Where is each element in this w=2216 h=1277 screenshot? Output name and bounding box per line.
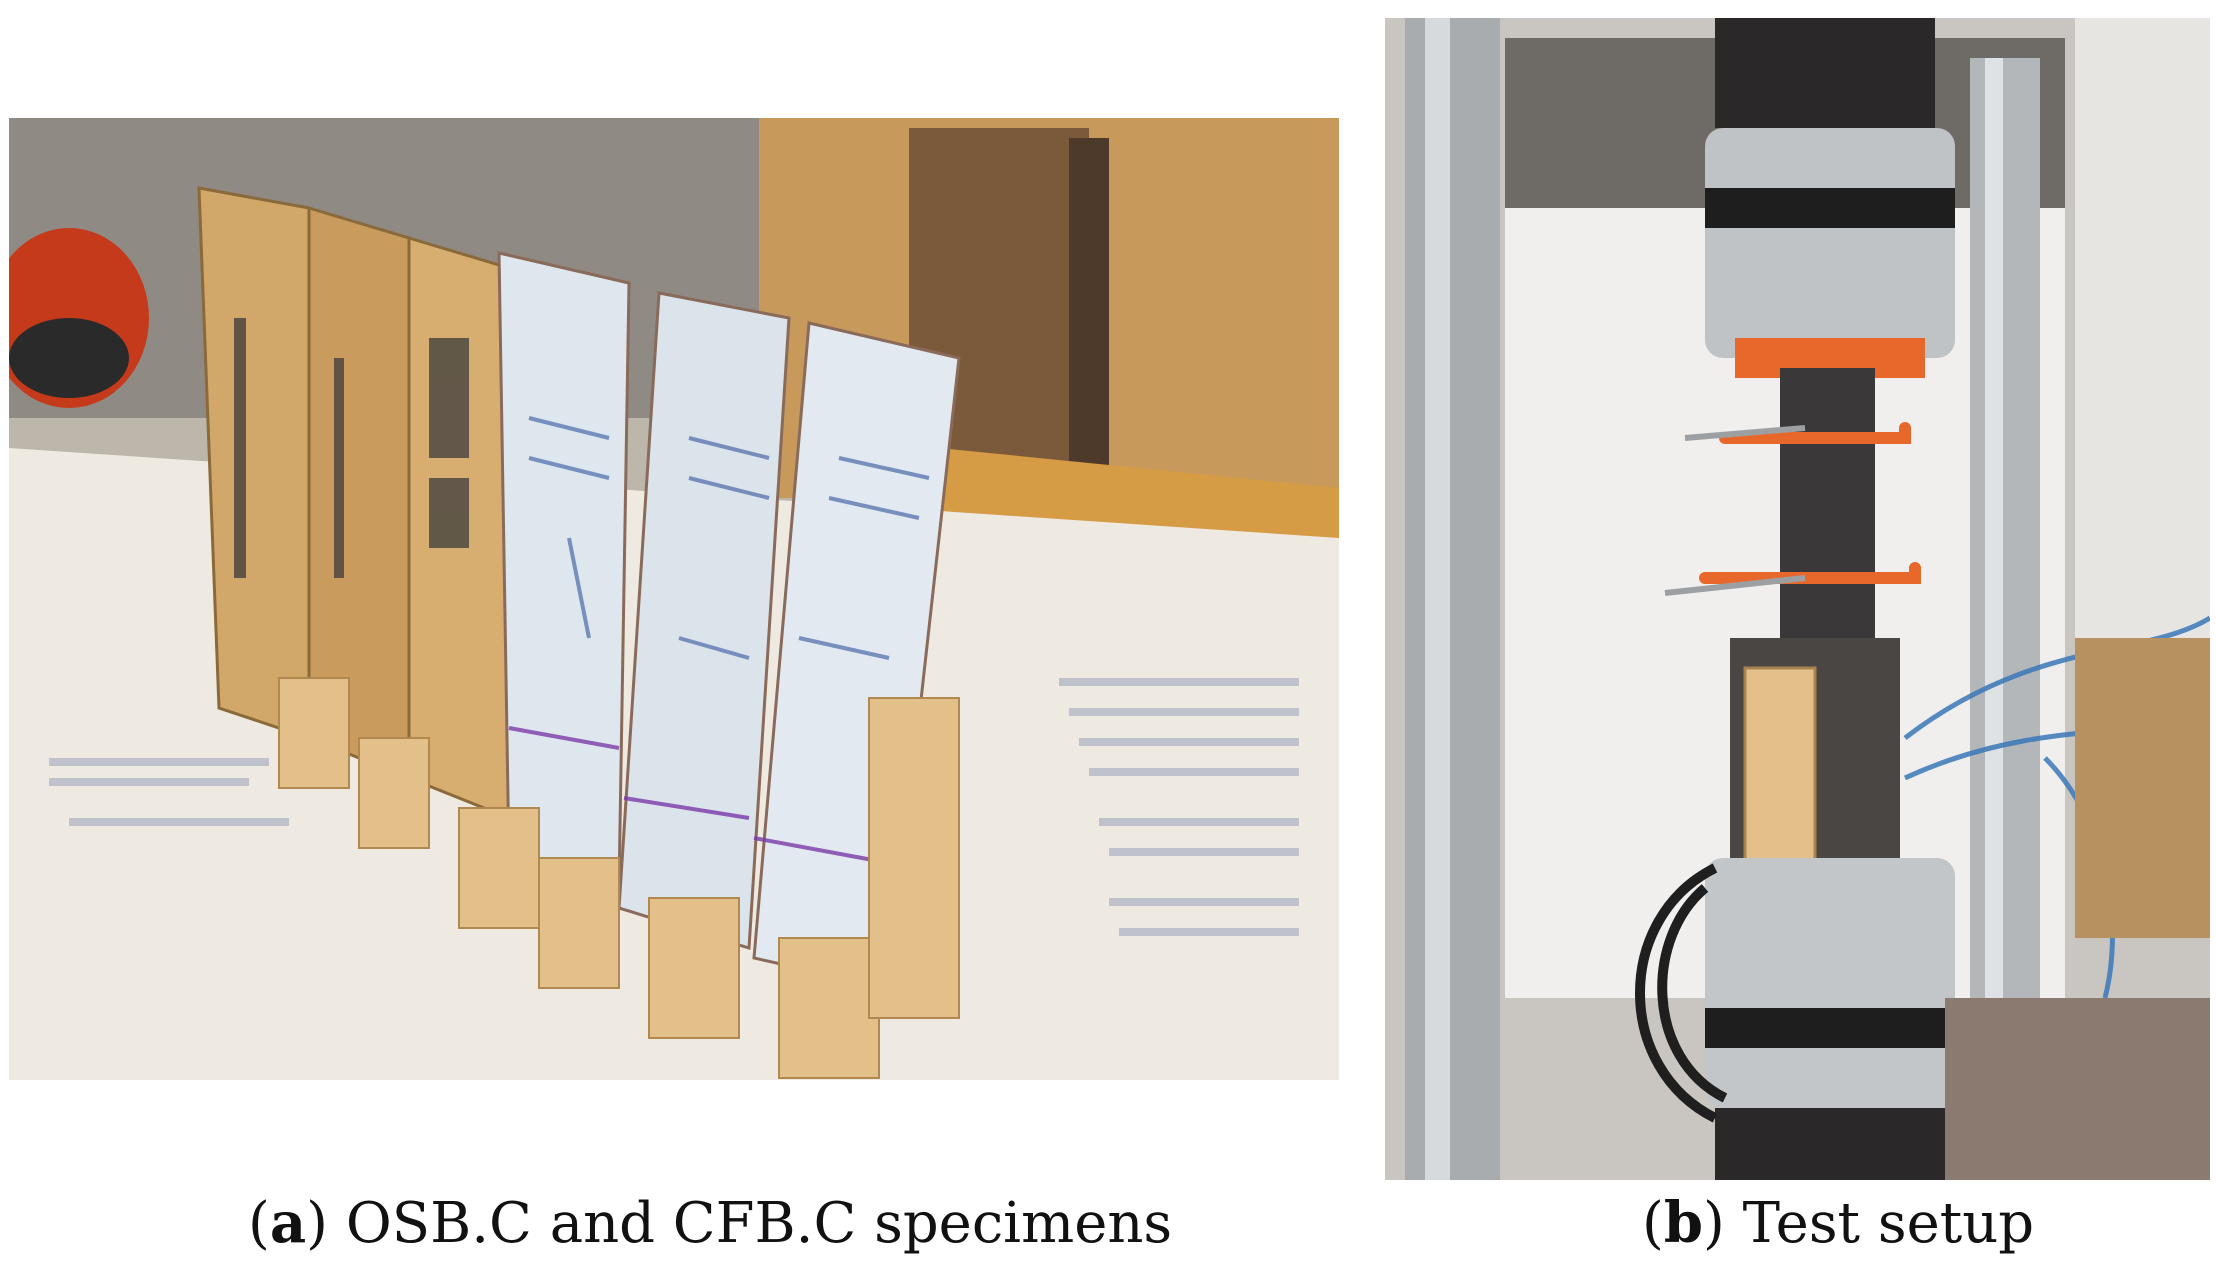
- caption-a-letter: a: [269, 1190, 307, 1256]
- caption-a-text: OSB.C and CFB.C specimens: [345, 1191, 1173, 1256]
- test-setup-photo-illustration: [1385, 18, 2210, 1180]
- specimens-photo-illustration: [9, 118, 1339, 1080]
- photo-test-setup: [1385, 18, 2210, 1180]
- photo-specimens: [9, 118, 1339, 1080]
- caption-panel-a: (a) OSB.C and CFB.C specimens: [248, 1190, 1173, 1256]
- caption-panel-b: (b) Test setup: [1642, 1190, 2035, 1256]
- caption-b-letter: b: [1663, 1190, 1704, 1256]
- caption-b-text: Test setup: [1742, 1191, 2035, 1256]
